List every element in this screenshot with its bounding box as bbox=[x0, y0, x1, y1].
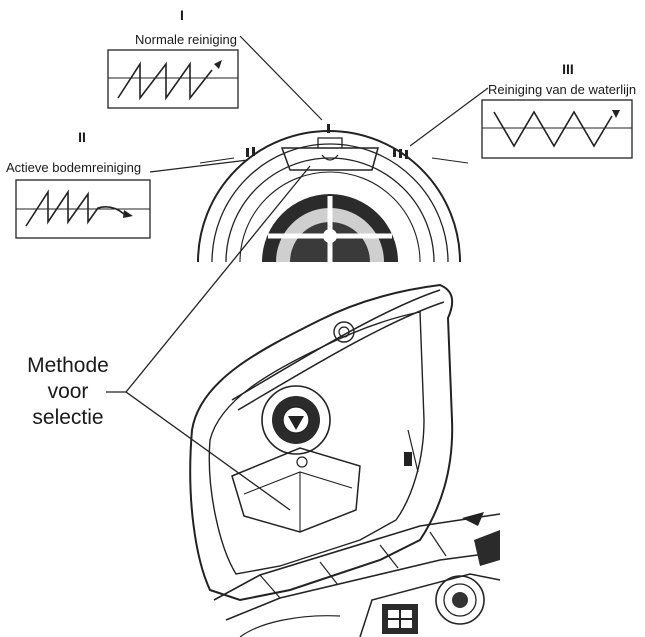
mode-dial bbox=[197, 124, 469, 263]
mode-label-normal: Normale reiniging bbox=[135, 32, 237, 47]
mode-active-floor-cleaning: II Actieve bodemreiniging bbox=[6, 129, 249, 239]
zigzag-pattern-active-floor bbox=[25, 189, 125, 227]
filter-grille bbox=[262, 194, 398, 262]
zigzag-pattern-waterline bbox=[493, 110, 613, 148]
mode-waterline-cleaning: III Reiniging van de waterlijn bbox=[409, 61, 636, 159]
zigzag-pattern-normal bbox=[117, 61, 213, 101]
selection-label-line1: Methode bbox=[27, 354, 109, 377]
selection-label-line2: voor bbox=[48, 380, 89, 403]
mode-label-waterline: Reiniging van de waterlijn bbox=[488, 82, 636, 97]
pattern-box-waterline bbox=[481, 99, 633, 159]
selection-label-line3: selectie bbox=[32, 406, 103, 429]
mode-normal-cleaning: I Normale reiniging bbox=[107, 7, 323, 121]
mode-numeral-iii: III bbox=[562, 61, 574, 77]
mode-numeral-ii: II bbox=[78, 129, 86, 145]
selection-method-callout: Methode voor selectie bbox=[27, 165, 311, 511]
pattern-box-normal bbox=[107, 49, 239, 109]
mode-label-active-floor: Actieve bodemreiniging bbox=[6, 160, 141, 175]
robot-open-lid-illustration bbox=[189, 283, 501, 637]
mode-numeral-i: I bbox=[180, 7, 184, 23]
